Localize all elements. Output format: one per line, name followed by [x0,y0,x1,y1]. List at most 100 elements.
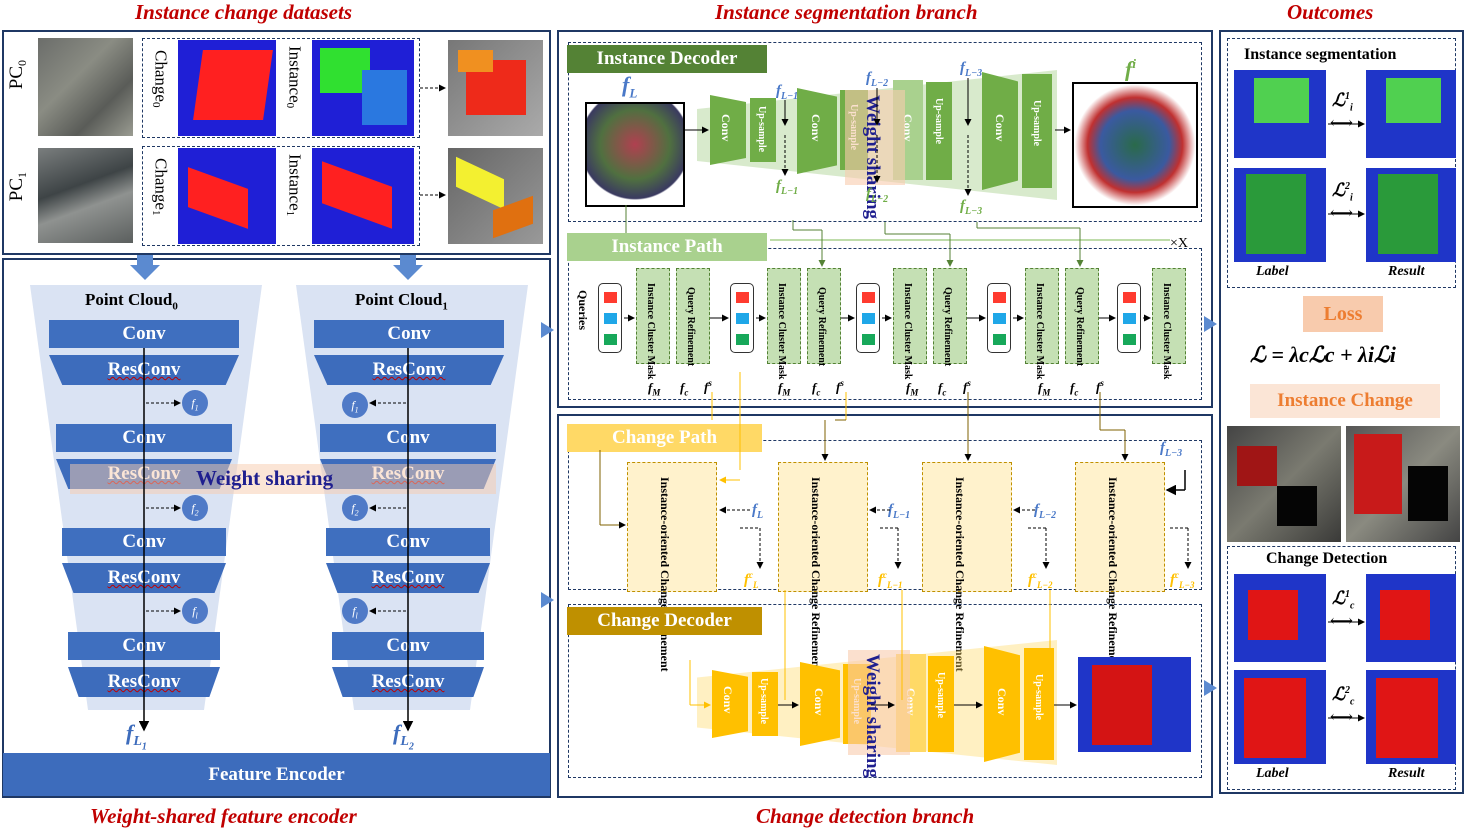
seg-conv-2-text: Conv [809,114,823,142]
queries-box-3 [856,283,880,353]
encoder-output-1: fL2 [393,720,414,754]
fs-4: fs [1096,378,1104,395]
seg-result-2 [1366,168,1456,262]
cd-label-1 [1234,574,1326,662]
seg-fiL3: fL−3 [960,198,983,217]
seg-ws-band [845,90,905,185]
seg-results-title: Instance segmentation [1244,46,1397,63]
chg-fcL2: fcL−2 [1028,570,1053,590]
change-path-box [568,440,1202,590]
pc1-encoder-label: Point Cloud1 [355,290,448,313]
f1-circle-1: f1 [342,392,368,418]
chg-conv-1 [712,670,748,738]
seg-label-2 [1234,168,1326,262]
seg-up-1 [750,98,776,162]
fM-1: fM [648,380,661,398]
fc-4: fc [1070,380,1079,398]
chg-up-3 [928,656,954,752]
instance-change1-image [448,148,543,244]
seg-fL1: fL−1 [776,83,799,102]
chg-fcL1: fcL−1 [878,570,903,590]
seg-conv-1 [710,95,746,165]
query-refine-3: Query Refinement [933,268,967,366]
seg-panel [557,30,1213,408]
fl-circle-0: fl [182,598,208,624]
chg-ws-band [848,650,910,755]
cluster-mask-3: Instance Cluster Mask [893,268,927,379]
cd-result-caption: Result [1388,766,1425,781]
fM-3: fM [906,380,919,398]
seg-input-cloud [585,102,685,207]
fc-1: fc [680,380,689,398]
encoder-weight-sharing: Weight sharing [196,466,334,490]
cluster-mask-4: Instance Cluster Mask [1025,268,1059,379]
chg-fL3: fL−3 [1160,440,1183,459]
seg-weight-sharing: Weight sharing [862,95,883,220]
loss-formula: ℒ = λcℒc + λiℒi [1250,342,1396,367]
f2-circle-0: f2 [182,495,208,521]
lc1-label: ℒ1c [1332,588,1355,612]
instance1-label: Instance1 [284,154,305,217]
seg-conv-4 [982,72,1018,190]
feature-encoder-footer: Feature Encoder [3,753,550,796]
seg-result-1 [1366,70,1456,158]
pair1-box [142,146,420,246]
change-branch-title: Change detection branch [756,804,975,828]
chg-up-4 [1024,648,1054,760]
seg-label-caption: Label [1256,264,1289,279]
query-refine-4: Query Refinement [1065,268,1099,366]
pc1-image [38,148,133,243]
change-refine-4: Instance-oriented Change Refinement [1075,462,1165,672]
chg-output-cloud [1078,657,1191,752]
chg-conv-2-text: Conv [812,688,826,716]
cluster-mask-5: Instance Cluster Mask [1152,268,1186,379]
li1-label: ℒ1i [1332,90,1353,114]
cd-results-title: Change Detection [1266,550,1388,567]
chg-conv-1-text: Conv [721,686,735,714]
datasets-title: Instance change datasets [135,0,353,24]
cd-result-1 [1366,574,1456,662]
seg-fL2: fL−2 [866,70,889,89]
enc1-resconv-1: ResConv [314,355,504,385]
chg-up-1 [752,672,778,736]
fs-2: fs [836,378,844,395]
seg-conv-2 [797,88,837,174]
queries-box-4 [987,283,1011,353]
pc0-encoder-label: Point Cloud0 [85,290,178,313]
instance-decoder-box [568,42,1202,222]
pair0-box [142,38,420,138]
enc0-conv-1: Conv [49,320,239,348]
f1-circle-0: f1 [182,390,208,416]
cd-result-2 [1366,670,1456,764]
instance-change-label: Instance Change [1250,384,1440,418]
fs-1: fs [704,378,712,395]
change-panel [557,414,1213,798]
instance0-image [312,40,414,136]
lc2-label: ℒ2c [1332,684,1355,708]
chg-up-1-text: Up-sample [758,678,769,725]
seg-conv-1-text: Conv [719,114,733,142]
chg-up-3-text: Up-sample [935,672,946,719]
seg-fiL1: fL−1 [776,178,799,197]
queries-box [598,283,622,353]
fs-3: fs [963,378,971,395]
fl-circle-1: fl [342,598,368,624]
encoder-title: Weight-shared feature encoder [90,804,357,828]
chg-fcL: fcL [744,570,759,590]
seg-output-cloud [1072,82,1198,208]
chg-fcL3: fcL−3 [1170,570,1195,590]
encoder-output-0: fL1 [126,720,147,754]
li2-label: ℒ2i [1332,180,1353,204]
cluster-mask-1: Instance Cluster Mask [636,268,670,379]
query-refine-2: Query Refinement [807,268,841,366]
seg-result-caption: Result [1388,264,1425,279]
chg-conv-4 [984,646,1020,762]
seg-fL3: fL−3 [960,60,983,79]
seg-up-4 [1022,74,1052,188]
chg-conv-2 [800,662,840,746]
chg-fL1: fL−1 [888,502,911,521]
seg-results-box [1227,38,1456,288]
change1-label: Change1 [150,158,171,216]
chg-conv-4-text: Conv [995,688,1009,716]
